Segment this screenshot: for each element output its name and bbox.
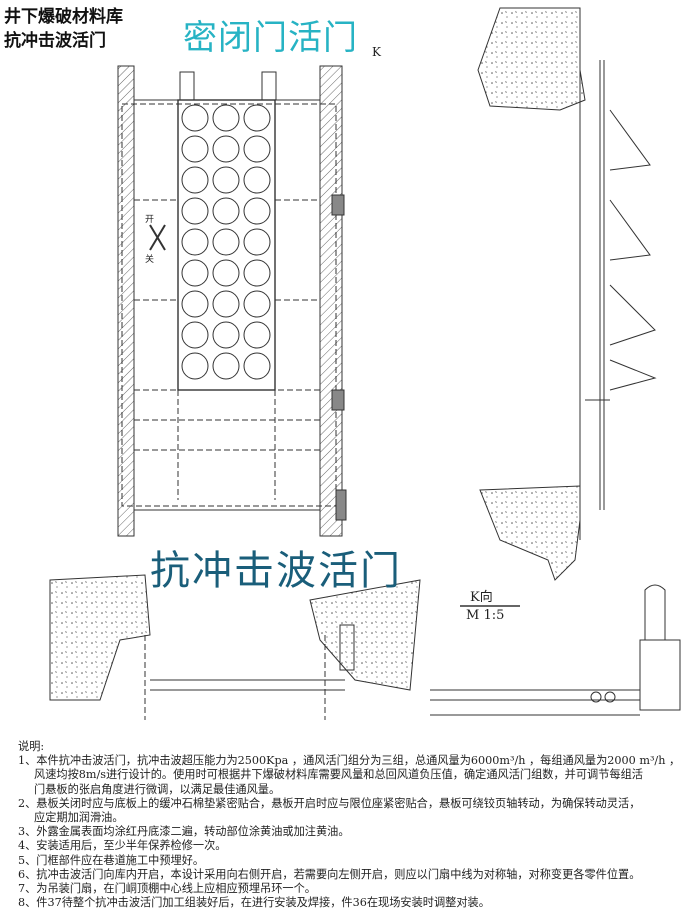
title-line-2: 抗冲击波活门 [4, 31, 106, 51]
note-item: 1、本件抗冲击波活门，抗冲击波超压能力为2500Kpa ，通风活门组分为三组，总… [18, 754, 681, 768]
valve-circle [181, 197, 209, 225]
valve-circle [243, 259, 271, 287]
valve-circle [212, 290, 240, 318]
side-view [477, 7, 657, 581]
note-item: 4、安装适用后，至少半年保养检修一次。 [18, 839, 227, 853]
valve-circle [243, 352, 271, 380]
note-item: 应定期加润滑油。 [34, 811, 124, 825]
valve-circle [243, 290, 271, 318]
overlay-title-top: 密闭门活门 [183, 18, 358, 58]
valve-circle [181, 290, 209, 318]
k-view-label: K向 [470, 590, 493, 605]
valve-circle [212, 259, 240, 287]
title-line-1: 井下爆破材料库 [4, 7, 123, 27]
k-marker: K [372, 45, 382, 59]
valve-circle [181, 228, 209, 256]
note-item: 7、为吊装门扇，在门峒顶棚中心线上应相应预埋吊环一个。 [18, 882, 316, 896]
note-item: 2、悬板关闭时应与底板上的缓冲石棉垫紧密贴合，悬板开启时应与限位座紧密贴合，悬板… [18, 796, 641, 810]
valve-circle [243, 104, 271, 132]
valve-circle [212, 197, 240, 225]
valve-circle [212, 352, 240, 380]
valve-circle [212, 166, 240, 194]
k-view-detail [430, 584, 681, 716]
valve-circle [243, 135, 271, 163]
valve-circle [181, 352, 209, 380]
engineering-drawing: K 开 关 [49, 7, 681, 720]
valve-circle [181, 321, 209, 349]
notes-heading: 说明: [18, 740, 45, 753]
valve-circle [243, 166, 271, 194]
note-item: 8、件37待整个抗冲击波活门加工组装好后，在进行安装及焊接，件36在现场安装时调… [18, 896, 490, 910]
valve-circle [243, 197, 271, 225]
valve-circle [181, 135, 209, 163]
plan-section [49, 574, 421, 720]
valve-circle [212, 104, 240, 132]
valve-circle [181, 104, 209, 132]
open-label: 开 [145, 214, 154, 225]
valve-plate-circles [181, 104, 271, 380]
valve-circle [212, 321, 240, 349]
valve-circle [243, 228, 271, 256]
front-view: K 开 关 [117, 45, 382, 537]
valve-circle [181, 166, 209, 194]
close-label: 关 [145, 253, 154, 265]
note-item: 风速均按8m/s进行设计的。使用时可根据井下爆破材料库需要风量和总回风道负压值，… [34, 768, 643, 782]
note-item: 6、抗冲击波活门向库内开启，本设计采用向右侧开启，若需要向左侧开启，则应以门扇中… [18, 867, 641, 881]
overlay-title-bottom: 抗冲击波活门 [150, 548, 402, 594]
note-item: 5、门框部件应在巷道施工中预埋好。 [18, 853, 205, 867]
notes: 说明: 1、本件抗冲击波活门，抗冲击波超压能力为2500Kpa ，通风活门组分为… [18, 740, 698, 910]
valve-circle [212, 228, 240, 256]
valve-circle [212, 135, 240, 163]
valve-circle [181, 259, 209, 287]
note-item: 门悬板的张启角度进行微调，以满足最佳通风量。 [34, 782, 281, 796]
note-item: 3、外露金属表面均涂红丹底漆二遍，转动部位涂黄油或加注黄油。 [18, 825, 350, 839]
scale-label: M 1:5 [466, 608, 505, 623]
valve-circle [243, 321, 271, 349]
